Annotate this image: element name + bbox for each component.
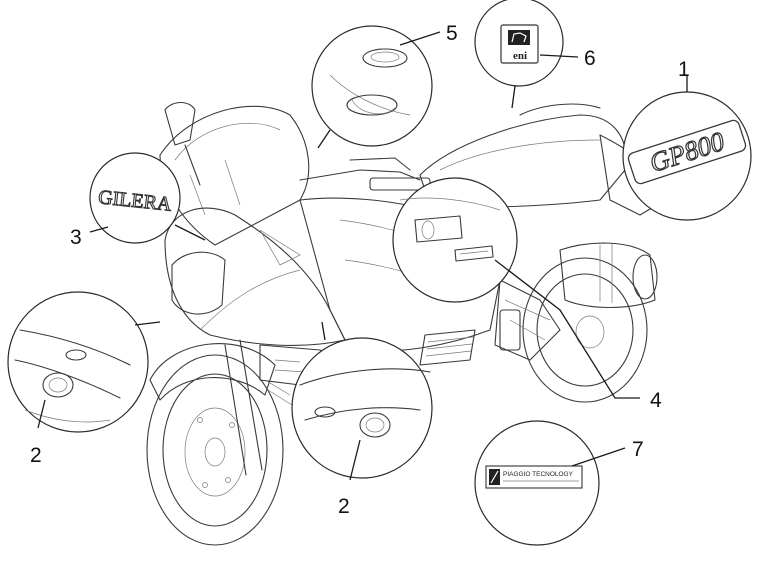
callout-reflector-front: 2 xyxy=(291,321,433,518)
part-number-3: 3 xyxy=(70,226,82,249)
side-vent xyxy=(419,329,476,366)
callout-side-badge: 4 xyxy=(392,177,662,412)
part-number-2-front: 2 xyxy=(338,495,350,518)
exhaust xyxy=(559,242,658,309)
reflector-left-icon xyxy=(14,329,131,423)
part-number-4: 4 xyxy=(650,389,662,412)
callout-gilera: GILERA 3 xyxy=(70,152,206,249)
callout-piaggio: PIAGGIO TECNOLOGY 7 xyxy=(474,420,644,546)
cap-emblem-icon xyxy=(329,48,411,116)
side-badge-icon xyxy=(399,197,501,262)
callout-gp800: GP800 1 xyxy=(622,58,752,221)
front-wheel xyxy=(146,354,284,546)
callout-cap: 5 xyxy=(311,22,458,149)
eni-label: eni xyxy=(513,50,527,62)
part-number-5: 5 xyxy=(446,22,458,45)
eni-badge-icon: eni xyxy=(500,24,539,64)
part-number-6: 6 xyxy=(584,47,596,70)
rear-wheel xyxy=(522,257,648,403)
callout-eni: eni 6 xyxy=(474,0,596,109)
part-number-2-left: 2 xyxy=(30,444,42,467)
callout-reflector-left: 2 xyxy=(7,291,161,467)
part-number-7: 7 xyxy=(632,438,644,461)
piaggio-sticker-icon: PIAGGIO TECNOLOGY xyxy=(485,465,583,489)
piaggio-label: PIAGGIO TECNOLOGY xyxy=(503,471,574,478)
part-number-1: 1 xyxy=(678,58,690,81)
reflector-front-icon xyxy=(299,368,431,438)
